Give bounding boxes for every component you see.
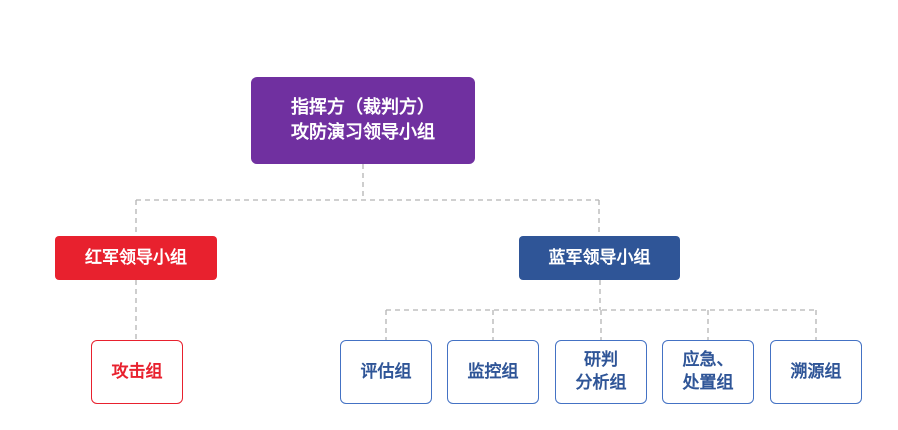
- assessment-group-label: 评估组: [360, 361, 412, 382]
- root-node-command-leadership: 指挥方（裁判方） 攻防演习领导小组: [251, 77, 475, 164]
- root-line-1: 指挥方（裁判方）: [291, 97, 435, 119]
- analysis-group-label-line-1: 研判: [584, 350, 618, 371]
- emergency-group-label-line-2: 处置组: [682, 373, 734, 393]
- emergency-response-group-node: 应急、 处置组: [662, 340, 754, 404]
- attack-group-label: 攻击组: [111, 361, 163, 382]
- monitoring-group-label: 监控组: [467, 361, 519, 382]
- root-line-2: 攻防演习领导小组: [291, 121, 435, 143]
- blue-team-leadership-node: 蓝军领导小组: [519, 236, 680, 280]
- analysis-group-node: 研判 分析组: [555, 340, 647, 404]
- attack-group-node: 攻击组: [91, 340, 183, 404]
- red-team-label: 红军领导小组: [85, 247, 187, 268]
- traceback-group-node: 溯源组: [770, 340, 862, 404]
- emergency-group-label-line-1: 应急、: [682, 350, 734, 371]
- assessment-group-node: 评估组: [340, 340, 432, 404]
- analysis-group-label-line-2: 分析组: [575, 373, 627, 393]
- blue-team-label: 蓝军领导小组: [548, 247, 651, 268]
- monitoring-group-node: 监控组: [447, 340, 539, 404]
- red-team-leadership-node: 红军领导小组: [55, 236, 217, 280]
- traceback-group-label: 溯源组: [790, 361, 842, 382]
